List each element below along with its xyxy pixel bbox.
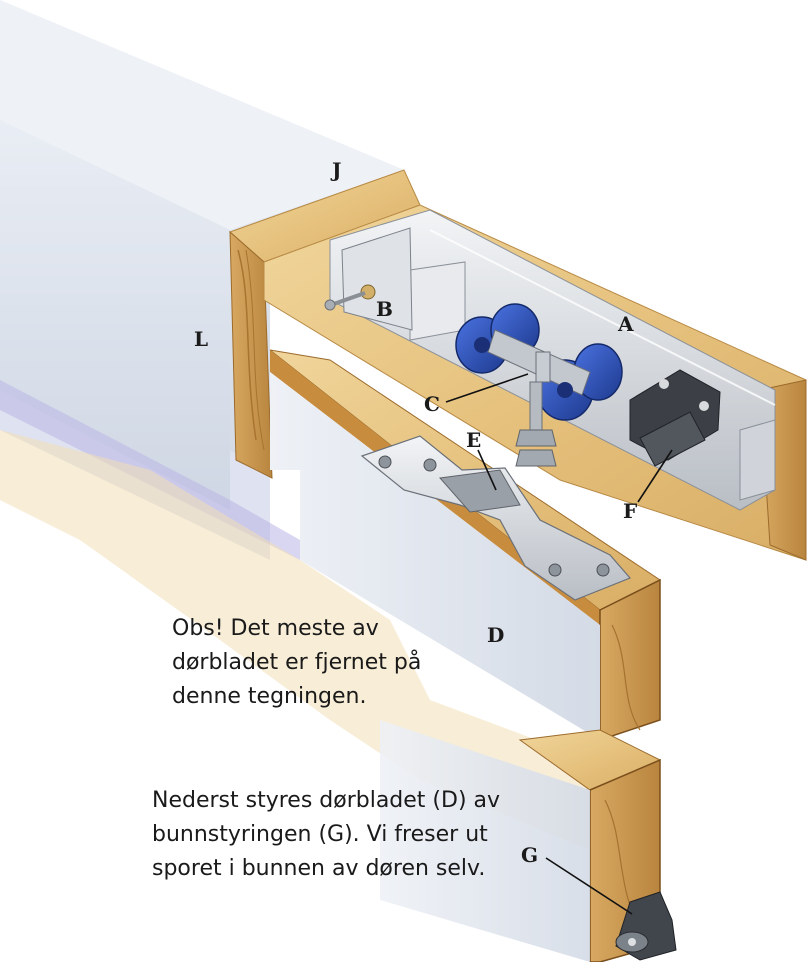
hanger-plate-e (360, 435, 632, 601)
note-top-line-3: denne tegningen. (172, 684, 367, 709)
label-a: A (618, 312, 634, 336)
label-l: L (194, 327, 209, 351)
label-f: F (623, 499, 638, 523)
note-bottom-line-2: bunnstyringen (G). Vi freser ut (152, 822, 488, 847)
label-j: J (332, 158, 342, 182)
label-e: E (466, 428, 482, 452)
end-stop-b (324, 227, 413, 331)
rail-bracket-f (629, 369, 721, 467)
note-bottom: Nederst styres dørbladet (D) av bunnstyr… (152, 784, 500, 886)
bottom-guide-g (615, 891, 677, 961)
label-b: B (376, 297, 393, 321)
roller-carriage-c (455, 303, 623, 467)
note-top-line-2: dørbladet er fjernet på (172, 650, 422, 675)
note-bottom-line-1: Nederst styres dørbladet (D) av (152, 788, 501, 813)
label-c: C (424, 392, 440, 416)
note-bottom-line-3: sporet i bunnen av døren selv. (152, 856, 486, 881)
label-d: D (487, 623, 505, 647)
note-top-line-1: Obs! Det meste av (172, 616, 379, 641)
label-g: G (521, 843, 539, 867)
leader-lines (445, 373, 673, 915)
note-top: Obs! Det meste av dørbladet er fjernet p… (172, 612, 421, 714)
